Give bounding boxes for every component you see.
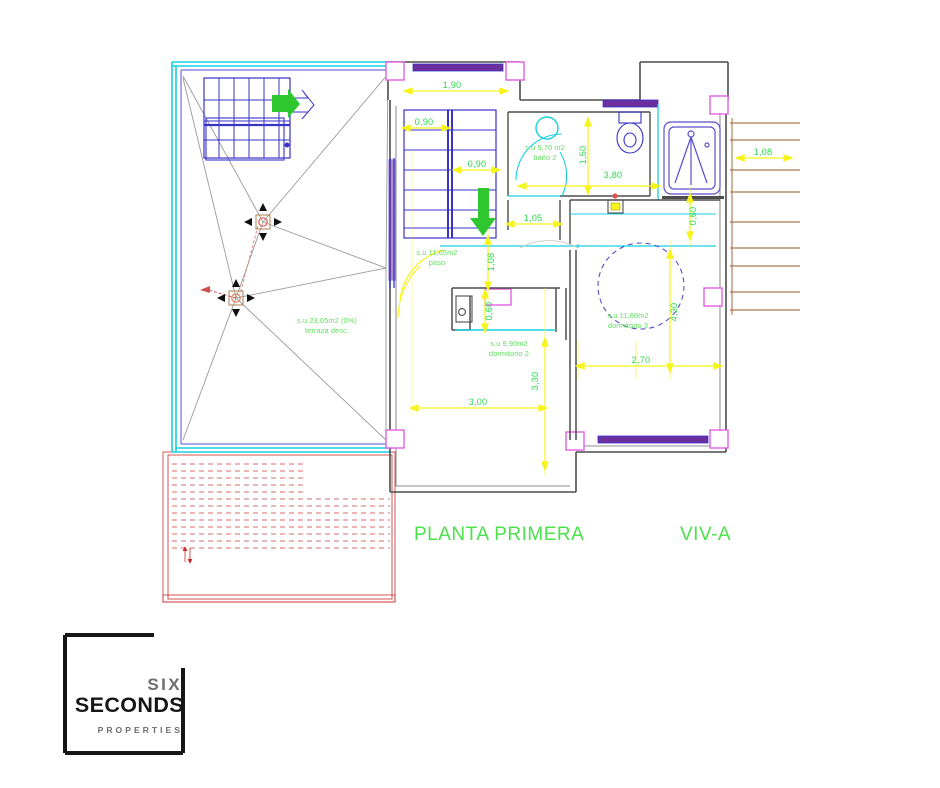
room-label-bano2-area: s.u 5,70 m2 [525, 143, 565, 152]
dim-label-1-05: 1,05 [524, 213, 543, 223]
logo-line-properties: PROPERTIES [97, 724, 183, 735]
house-inner-wall-lines [395, 106, 721, 487]
room-labels: s.u 23,05m2 (0%) terraza desc. s.u 11,65… [297, 143, 648, 358]
logo-line-six: SIX [147, 675, 182, 694]
roof-drain-lower [217, 279, 255, 317]
roof-drain-upper [244, 203, 282, 241]
terrace-enclosure [171, 61, 392, 453]
door-swing-dorm3 [519, 240, 579, 249]
toilet-fixture [616, 111, 644, 154]
paso-left-wall [388, 158, 396, 288]
dim-label-2-70: 2,70 [632, 355, 651, 365]
dim-label-0-90-b: 0,90 [468, 159, 487, 169]
dim-label-1-08-paso: 1,08 [486, 253, 496, 272]
dim-label-1-08-right: 1,08 [754, 147, 773, 157]
structural-columns [385, 61, 729, 451]
staircase-upper-left [203, 77, 315, 161]
room-label-dormitorio3-area: s.u 11,60m2 [607, 311, 648, 320]
room-label-paso-name: paso [429, 258, 445, 267]
logo-frame [63, 633, 185, 755]
logo-text: SIX SECONDS PROPERTIES [63, 676, 185, 734]
unit-label: VIV-A [680, 524, 731, 545]
stair-direction-arrow-upper [272, 89, 300, 118]
dim-label-3-80: 3,80 [604, 170, 623, 180]
dim-label-1-50: 1,50 [578, 146, 588, 165]
utility-box [607, 193, 624, 214]
roof-drainage-slope [200, 225, 259, 299]
dim-label-3-00: 3,00 [469, 397, 488, 407]
dim-label-1-90: 1,90 [443, 80, 462, 90]
logo-line-seconds: SECONDS [74, 693, 184, 717]
lower-floor-outline [162, 451, 396, 603]
dim-label-3-30: 3,30 [530, 372, 540, 391]
dormitorio-3 [569, 242, 685, 440]
dim-label-0-60-dorm2: 0,60 [484, 302, 494, 321]
room-label-bano2-name: baño 2 [533, 153, 556, 162]
bathroom-2 [507, 104, 659, 200]
shower-wall [662, 196, 724, 199]
shower-fixture [663, 121, 721, 195]
dim-label-4-30: 4,30 [669, 303, 679, 322]
dim-label-0-60-right: 0,60 [688, 207, 698, 226]
stair-direction-arrow-central [470, 188, 496, 236]
room-label-dormitorio2-area: s.u 9,90m2 [490, 339, 528, 348]
room-label-terraza-area: s.u 23,05m2 (0%) [297, 316, 357, 325]
room-label-terraza-name: terraza desc. [305, 326, 349, 335]
window-openings [412, 63, 709, 444]
right-section-hatch [730, 118, 800, 315]
room-label-dormitorio2-name: dormitorio 2 [489, 349, 529, 358]
dimension-labels: 1,90 0,90 0,90 1,05 1,50 3,80 1,08 0,60 … [415, 80, 773, 407]
roof-hip-lines [182, 73, 389, 441]
dimension-lines [400, 87, 794, 476]
room-label-dormitorio3-name: dormitorio 3 [608, 321, 648, 330]
dim-label-0-90-a: 0,90 [415, 117, 434, 127]
dormitorio-2 [397, 249, 567, 340]
room-label-paso-area: s.u 11,65m2 [416, 248, 457, 257]
page-title: PLANTA PRIMERA [414, 524, 584, 545]
company-logo: SIX SECONDS PROPERTIES [62, 632, 186, 756]
staircase-central [403, 109, 497, 239]
